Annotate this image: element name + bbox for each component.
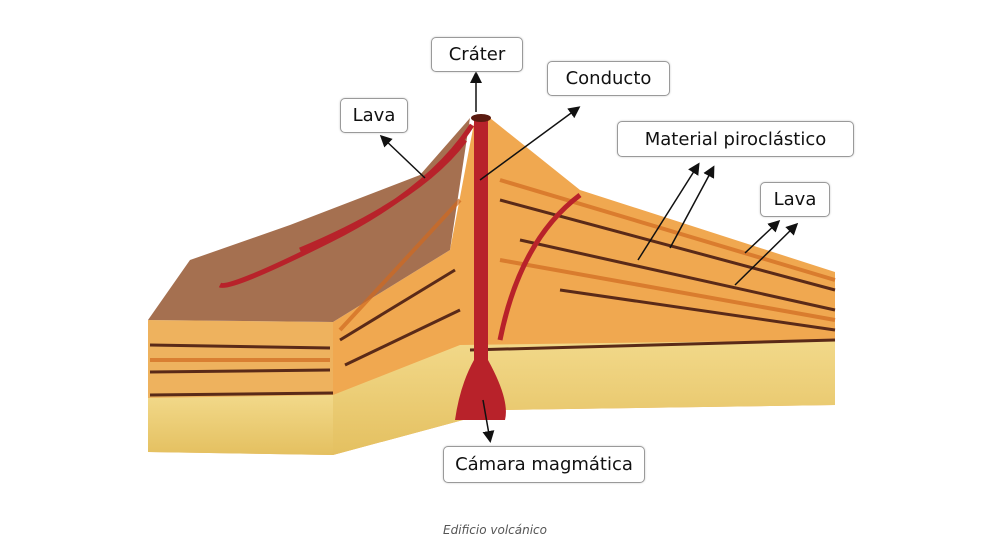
label-magma-chamber: Cámara magmática	[443, 446, 645, 483]
label-pyroclastic: Material piroclástico	[617, 121, 854, 157]
figure-caption: Edificio volcánico	[443, 523, 547, 537]
label-conduit: Conducto	[547, 61, 670, 96]
label-lava-left: Lava	[340, 98, 408, 133]
label-crater: Cráter	[431, 37, 523, 72]
conduit	[455, 118, 506, 420]
left-slope	[148, 118, 470, 322]
label-lava-right: Lava	[760, 182, 830, 217]
